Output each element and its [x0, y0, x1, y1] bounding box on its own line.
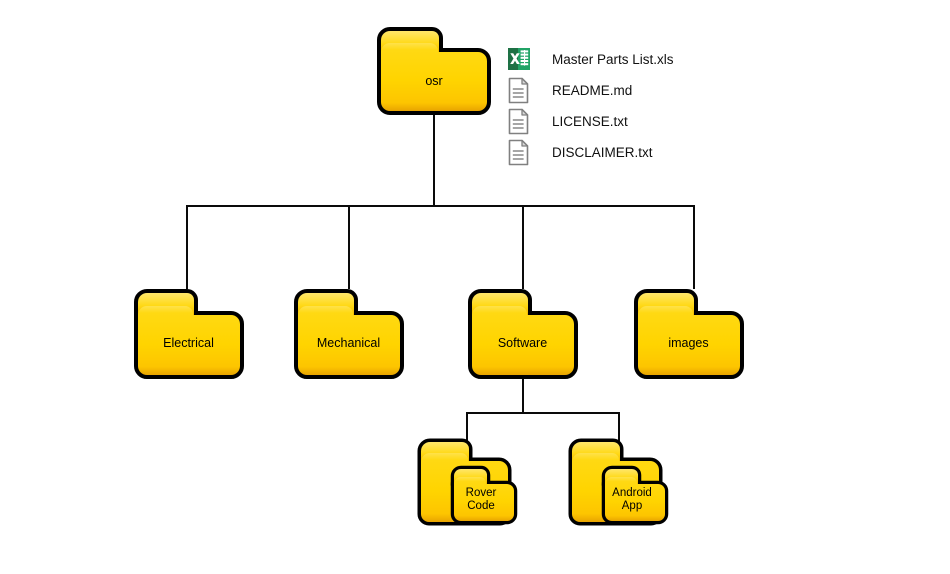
excel-file-icon: [506, 45, 532, 74]
connector-software-subbus: [466, 412, 619, 414]
folder-node-mechanical[interactable]: Mechanical: [293, 288, 404, 380]
folder-node-software[interactable]: Software: [467, 288, 578, 380]
folder-node-electrical[interactable]: Electrical: [133, 288, 244, 380]
connector-bus-to-mechanical: [348, 205, 350, 289]
connector-software-to-subbus: [522, 379, 524, 413]
file-name: LICENSE.txt: [552, 114, 628, 129]
file-row-license[interactable]: LICENSE.txt: [506, 106, 674, 137]
connector-root-to-bus: [433, 113, 435, 206]
text-file-icon: [506, 138, 532, 167]
file-row-master-parts-list[interactable]: Master Parts List.xls: [506, 44, 674, 75]
text-file-icon: [506, 76, 532, 105]
folder-with-subfolder-icon: [567, 437, 669, 526]
folder-icon: [133, 288, 244, 380]
folder-node-android-app[interactable]: Android App: [567, 437, 669, 526]
connector-bus-to-images: [693, 205, 695, 289]
file-row-disclaimer[interactable]: DISCLAIMER.txt: [506, 137, 674, 168]
folder-icon: [376, 26, 492, 116]
connector-bus-to-electrical: [186, 205, 188, 289]
folder-with-subfolder-icon: [416, 437, 518, 526]
folder-icon: [467, 288, 578, 380]
folder-node-osr[interactable]: osr: [376, 26, 492, 116]
root-file-list: Master Parts List.xls README.md: [506, 44, 674, 168]
folder-icon: [293, 288, 404, 380]
folder-node-images[interactable]: images: [633, 288, 744, 380]
file-name: DISCLAIMER.txt: [552, 145, 653, 160]
file-row-readme[interactable]: README.md: [506, 75, 674, 106]
connector-subbus-to-rover-code: [466, 412, 468, 444]
connector-horizontal-bus: [186, 205, 694, 207]
folder-node-rover-code[interactable]: Rover Code: [416, 437, 518, 526]
text-file-icon: [506, 107, 532, 136]
connector-subbus-to-android-app: [618, 412, 620, 444]
connector-bus-to-software: [522, 205, 524, 289]
folder-icon: [633, 288, 744, 380]
file-name: README.md: [552, 83, 633, 98]
file-name: Master Parts List.xls: [552, 52, 674, 67]
